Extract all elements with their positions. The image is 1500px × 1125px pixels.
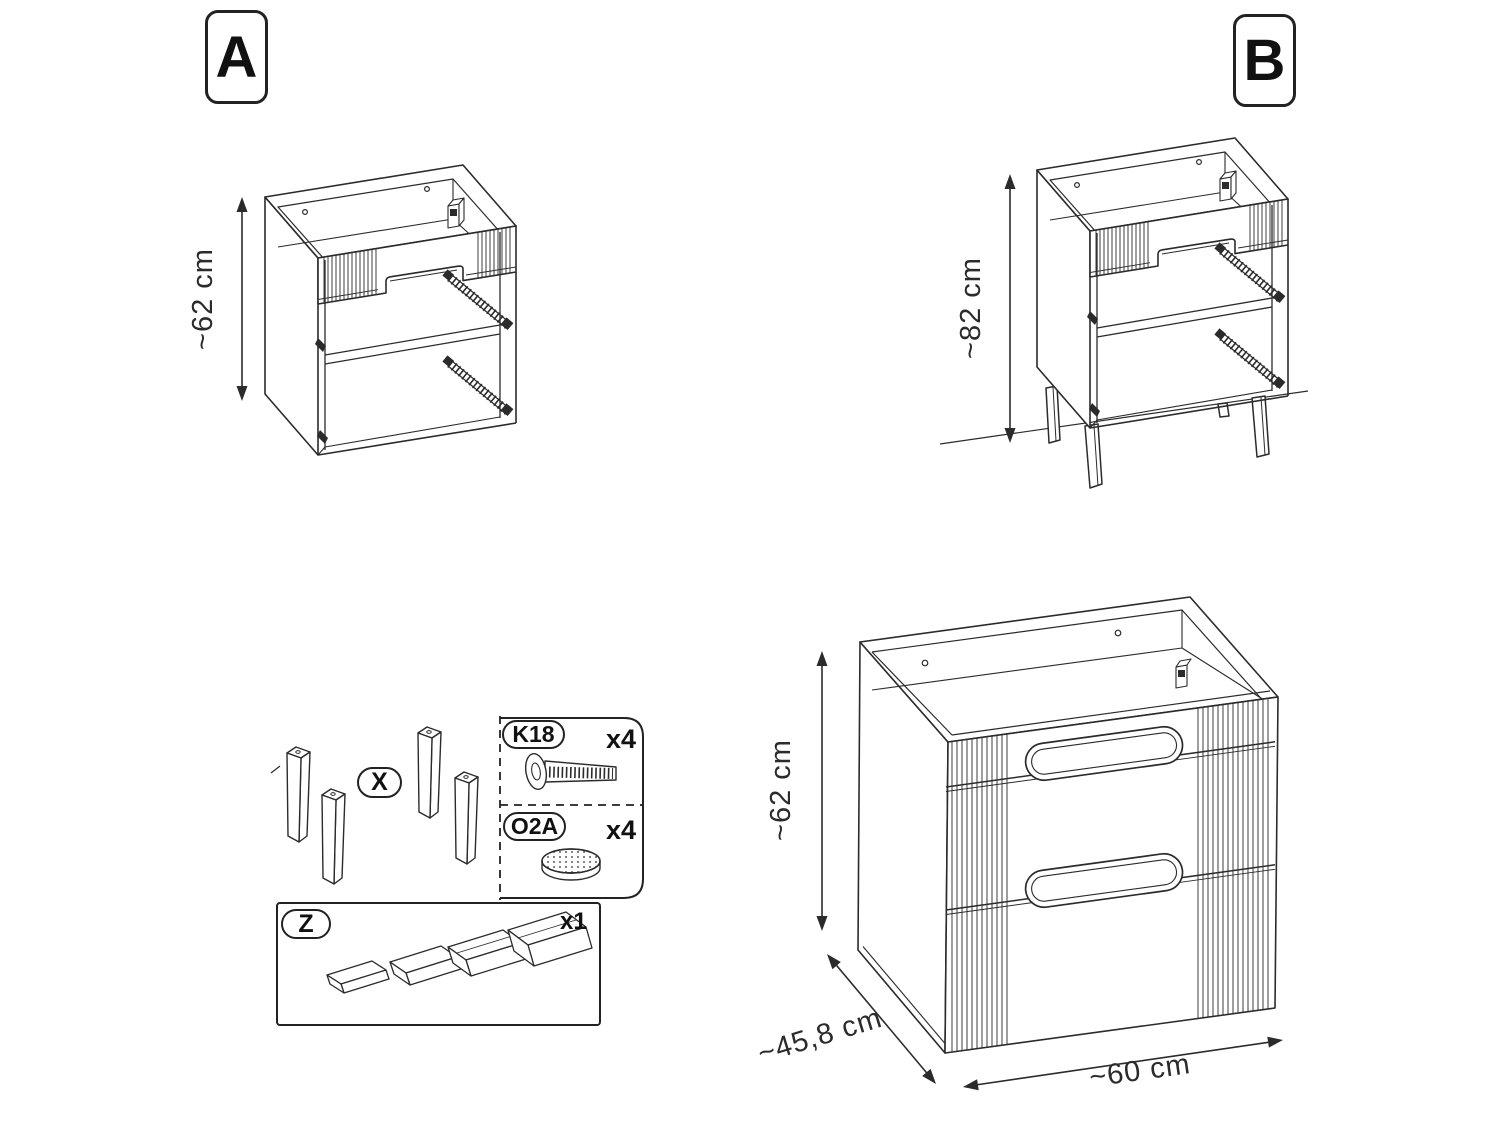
view-a-height-arrow [236, 197, 248, 401]
drawer-handle [1023, 851, 1185, 909]
wedge-shims-icon [327, 912, 592, 993]
view-a-cabinet-drawing [236, 165, 517, 455]
screws-qty-label: x4 [606, 724, 637, 754]
assembled-height-label: ~62 cm [764, 739, 797, 841]
wedges-part-label: Z [281, 909, 331, 939]
screws-part-label: K18 [502, 720, 565, 749]
assembled-cabinet-drawing [858, 597, 1278, 1053]
parts-box [271, 716, 643, 1025]
pads-qty-label: x4 [606, 815, 637, 845]
view-b-height-label: ~82 cm [954, 257, 987, 359]
assembled-height-arrow [816, 651, 828, 931]
furniture-legs-drawing [271, 727, 478, 884]
wedges-qty-label: x1 [560, 908, 587, 935]
view-a-badge: A [205, 10, 268, 104]
view-b-cabinet-drawing [940, 138, 1308, 488]
view-a-height-label: ~62 cm [186, 248, 219, 350]
assembled-depth-arrow [827, 954, 936, 1084]
pads-part-label: O2A [503, 812, 566, 841]
legs-part-label: X [357, 767, 402, 798]
drawer-handle [1023, 724, 1185, 782]
round-pad-icon [542, 849, 600, 880]
view-b-badge: B [1233, 14, 1296, 107]
screw-icon [523, 752, 616, 791]
floor-line [940, 391, 1308, 444]
assembled-width-arrow [963, 1036, 1283, 1091]
view-b-height-arrow [1004, 174, 1016, 443]
